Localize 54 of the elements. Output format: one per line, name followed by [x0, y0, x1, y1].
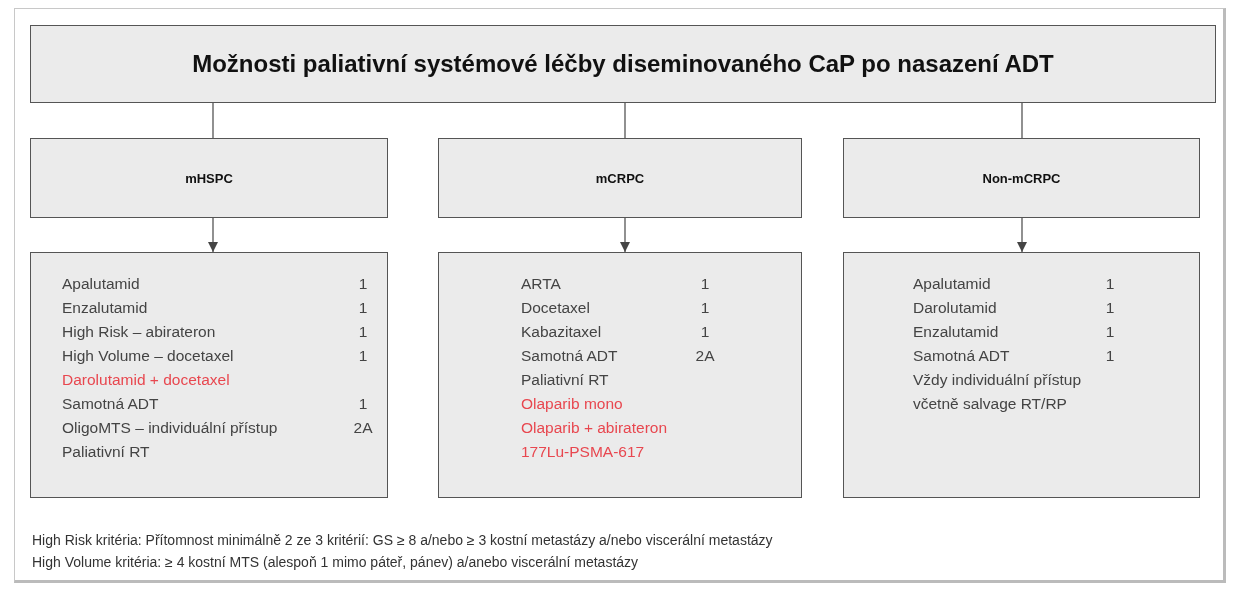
treatment-text: Enzalutamid [913, 323, 999, 341]
treatment-text: Docetaxel [521, 299, 590, 317]
evidence-grade: 2A [352, 419, 374, 437]
treatment-list-box [843, 252, 1200, 498]
treatment-text: Kabazitaxel [521, 323, 602, 341]
category-box [438, 138, 802, 218]
arrow [620, 217, 630, 253]
evidence-grade: 1 [1104, 299, 1116, 317]
footnote-text: High Volume kritéria: ≥ 4 kostní MTS (alespoň 1 mimo páteř, pánev) a/anebo viscerální metastázy [32, 554, 639, 570]
treatment-text: High Risk – abirateron [62, 323, 216, 341]
category-box [843, 138, 1200, 218]
evidence-grade: 1 [699, 323, 711, 341]
evidence-grade: 1 [699, 299, 711, 317]
category-box [30, 138, 388, 218]
evidence-grade: 1 [357, 275, 369, 293]
treatment-text: 177Lu-PSMA-617 [521, 443, 645, 461]
treatment-text: ARTA [521, 275, 561, 293]
connector-line [1021, 102, 1023, 139]
evidence-grade: 2A [694, 347, 716, 365]
title-box [30, 25, 1216, 103]
category-label: mCRPC [595, 170, 645, 186]
treatment-text: Olaparib + abirateron [521, 419, 668, 437]
treatment-text: High Volume – docetaxel [62, 347, 234, 365]
treatment-text: Apalutamid [62, 275, 140, 293]
connector-line [624, 102, 626, 139]
treatment-text: Samotná ADT [62, 395, 159, 413]
treatment-text: Paliativní RT [521, 371, 609, 389]
treatment-text: Apalutamid [913, 275, 991, 293]
arrow [208, 217, 218, 253]
category-label: Non-mCRPC [982, 170, 1061, 186]
treatment-list-box [30, 252, 388, 498]
evidence-grade: 1 [357, 347, 369, 365]
treatment-text: Olaparib mono [521, 395, 623, 413]
treatment-list-box [438, 252, 802, 498]
footnote-text: High Risk kritéria: Přítomnost minimálně 2 ze 3 kritérií: GS ≥ 8 a/nebo ≥ 3 kostní metastázy a/nebo viscerální metastázy [32, 532, 773, 548]
treatment-text: Darolutamid [913, 299, 997, 317]
treatment-text: Samotná ADT [521, 347, 618, 365]
evidence-grade: 1 [357, 299, 369, 317]
evidence-grade: 1 [1104, 323, 1116, 341]
treatment-text: Samotná ADT [913, 347, 1010, 365]
connector-line [212, 102, 214, 139]
evidence-grade: 1 [699, 275, 711, 293]
treatment-text: Enzalutamid [62, 299, 148, 317]
evidence-grade: 1 [357, 395, 369, 413]
treatment-text: OligoMTS – individuální přístup [62, 419, 278, 437]
evidence-grade: 1 [1104, 347, 1116, 365]
arrow [1017, 217, 1027, 253]
evidence-grade: 1 [1104, 275, 1116, 293]
evidence-grade: 1 [357, 323, 369, 341]
treatment-text: Vždy individuální přístup včetně salvage RT/RP [913, 370, 1082, 414]
category-label: mHSPC [185, 170, 233, 186]
title-text: Možnosti paliativní systémové léčby diseminovaného CaP po nasazení ADT [192, 50, 1054, 78]
treatment-text: Darolutamid + docetaxel [62, 371, 230, 389]
treatment-text: Paliativní RT [62, 443, 150, 461]
